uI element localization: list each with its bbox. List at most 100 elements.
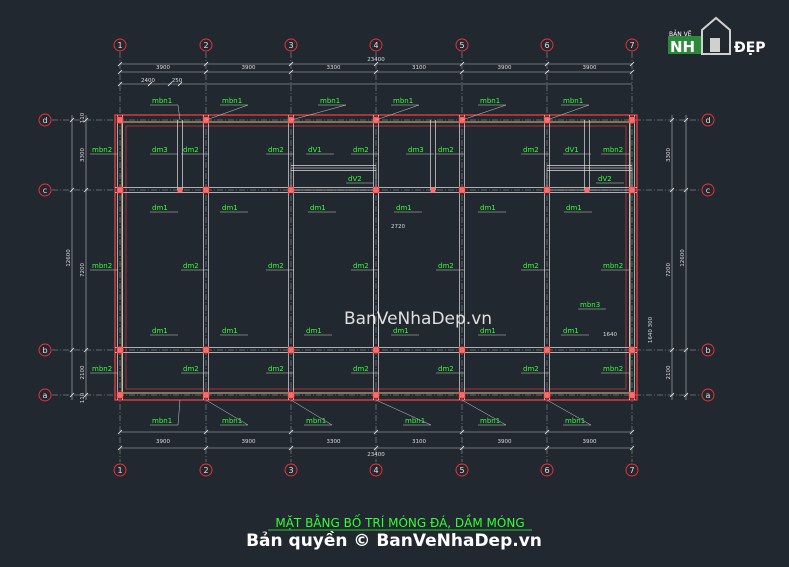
axis-label: d — [42, 116, 47, 125]
beam-tag-dm2: dm2 — [353, 365, 369, 373]
beam-tag-mbn2: mbn2 — [603, 146, 623, 154]
axis-bubble — [38, 343, 52, 357]
dim-text: 3900 — [242, 65, 256, 71]
dim-text: 3100 — [412, 439, 426, 445]
column-footing — [628, 186, 636, 194]
beam-tag-dm1: dm1 — [222, 327, 238, 335]
beam-tag-mbn2: mbn2 — [603, 365, 623, 373]
column-footing — [458, 346, 466, 354]
column-footing — [372, 346, 380, 354]
axis-bubble — [701, 183, 715, 197]
beam-tag-mbn1: mbn1 — [565, 417, 585, 425]
dim-text: 110 — [80, 392, 86, 403]
column-footing — [202, 391, 210, 399]
beam-tag-dm2: dm2 — [523, 146, 539, 154]
axis-bubble — [199, 463, 213, 477]
axis-label: 2 — [203, 466, 208, 475]
beam-tag-dm1: dm1 — [480, 204, 496, 212]
logo-top-text: BẢN VẼ — [669, 30, 692, 38]
beam-tag-dm1: dm1 — [152, 327, 168, 335]
column-footing — [628, 391, 636, 399]
axis-bubble — [38, 113, 52, 127]
dim-text: 3300 — [327, 439, 341, 445]
axis-bubble — [701, 113, 715, 127]
beam-tag-dm2: dm2 — [438, 262, 454, 270]
beam-tag-mbn1: mbn1 — [152, 417, 172, 425]
column-footing — [584, 187, 590, 193]
tag-leader — [290, 399, 333, 426]
beam-tag-mbn1: mbn1 — [480, 417, 500, 425]
tag-leader — [205, 104, 249, 121]
beam-tag-mbn1: mbn1 — [393, 97, 413, 105]
axis-label: b — [42, 346, 47, 355]
column-footing — [177, 187, 183, 193]
column-footing — [287, 391, 295, 399]
dimension-tick — [117, 81, 123, 87]
axis-bubble — [701, 343, 715, 357]
dimension-tick — [683, 392, 689, 398]
inner-beam — [125, 125, 627, 390]
axis-label: a — [706, 391, 711, 400]
beam-tag-mbn1: mbn1 — [405, 417, 425, 425]
dim-text: 12600 — [680, 249, 686, 267]
beam-tag-mbn2: mbn2 — [603, 262, 623, 270]
logo — [668, 16, 731, 55]
logo-nh-box — [668, 36, 702, 54]
beam-tags — [90, 104, 629, 426]
tag-leader — [375, 104, 420, 121]
beam-tag-dm1: dm1 — [306, 327, 322, 335]
column-footing — [372, 391, 380, 399]
column-footing — [628, 116, 636, 124]
axis-label: 3 — [288, 466, 293, 475]
axis-bubble — [455, 38, 469, 52]
axis-label: 1 — [117, 41, 122, 50]
axis-label: 6 — [544, 41, 549, 50]
axis-bubble — [113, 463, 127, 477]
tag-leader — [290, 104, 347, 121]
drawing-title: MẶT BẰNG BỐ TRÍ MÓNG ĐÁ, DẦM MÓNG — [275, 514, 524, 530]
logo-house-icon — [701, 16, 731, 55]
dim-total-bottom: 23400 — [367, 452, 385, 458]
logo-dep-text: ĐẸP — [734, 40, 766, 56]
dim-inner: 1640 — [603, 332, 617, 338]
axis-bubble — [625, 38, 639, 52]
axis-bubble — [284, 463, 298, 477]
axis-bubbles — [38, 38, 715, 477]
tag-leader — [461, 399, 507, 426]
dim-inner: 2720 — [391, 224, 405, 230]
beam-tag-dm2: dm2 — [523, 262, 539, 270]
axis-bubble — [625, 463, 639, 477]
beam-tag-mbn1: mbn1 — [222, 417, 242, 425]
axis-label: 6 — [544, 466, 549, 475]
column-footing — [543, 186, 551, 194]
column-footing — [458, 186, 466, 194]
beam-tag-dv1: dV1 — [565, 146, 579, 154]
tag-leader — [177, 104, 181, 121]
tag-leader — [375, 399, 432, 426]
dim-text: 3100 — [412, 65, 426, 71]
column-footing — [543, 346, 551, 354]
axis-label: a — [43, 391, 48, 400]
dimension-tick — [167, 81, 173, 87]
beam-tag-dm1: dm1 — [566, 204, 582, 212]
axis-bubble — [284, 38, 298, 52]
beam-tag-mbn2: mbn2 — [92, 262, 112, 270]
beam-tag-mbn1: mbn1 — [222, 97, 242, 105]
column-footing — [202, 186, 210, 194]
beam-tag-dm1: dm1 — [563, 327, 579, 335]
axis-label: 2 — [203, 41, 208, 50]
axis-bubble — [113, 38, 127, 52]
axis-bubble — [369, 38, 383, 52]
beam-tag-dm1: dm1 — [393, 327, 409, 335]
axis-label: c — [43, 186, 47, 195]
beam-tag-dm2: dm2 — [353, 262, 369, 270]
column-footing — [628, 346, 636, 354]
beam-tag-dm2: dm2 — [438, 365, 454, 373]
axis-label: c — [706, 186, 710, 195]
logo-door — [710, 38, 720, 52]
dim-inner: 1640 300 — [648, 316, 654, 343]
dim-text: 3900 — [156, 65, 170, 71]
dim-text: 3300 — [666, 148, 672, 162]
axis-bubble — [38, 183, 52, 197]
